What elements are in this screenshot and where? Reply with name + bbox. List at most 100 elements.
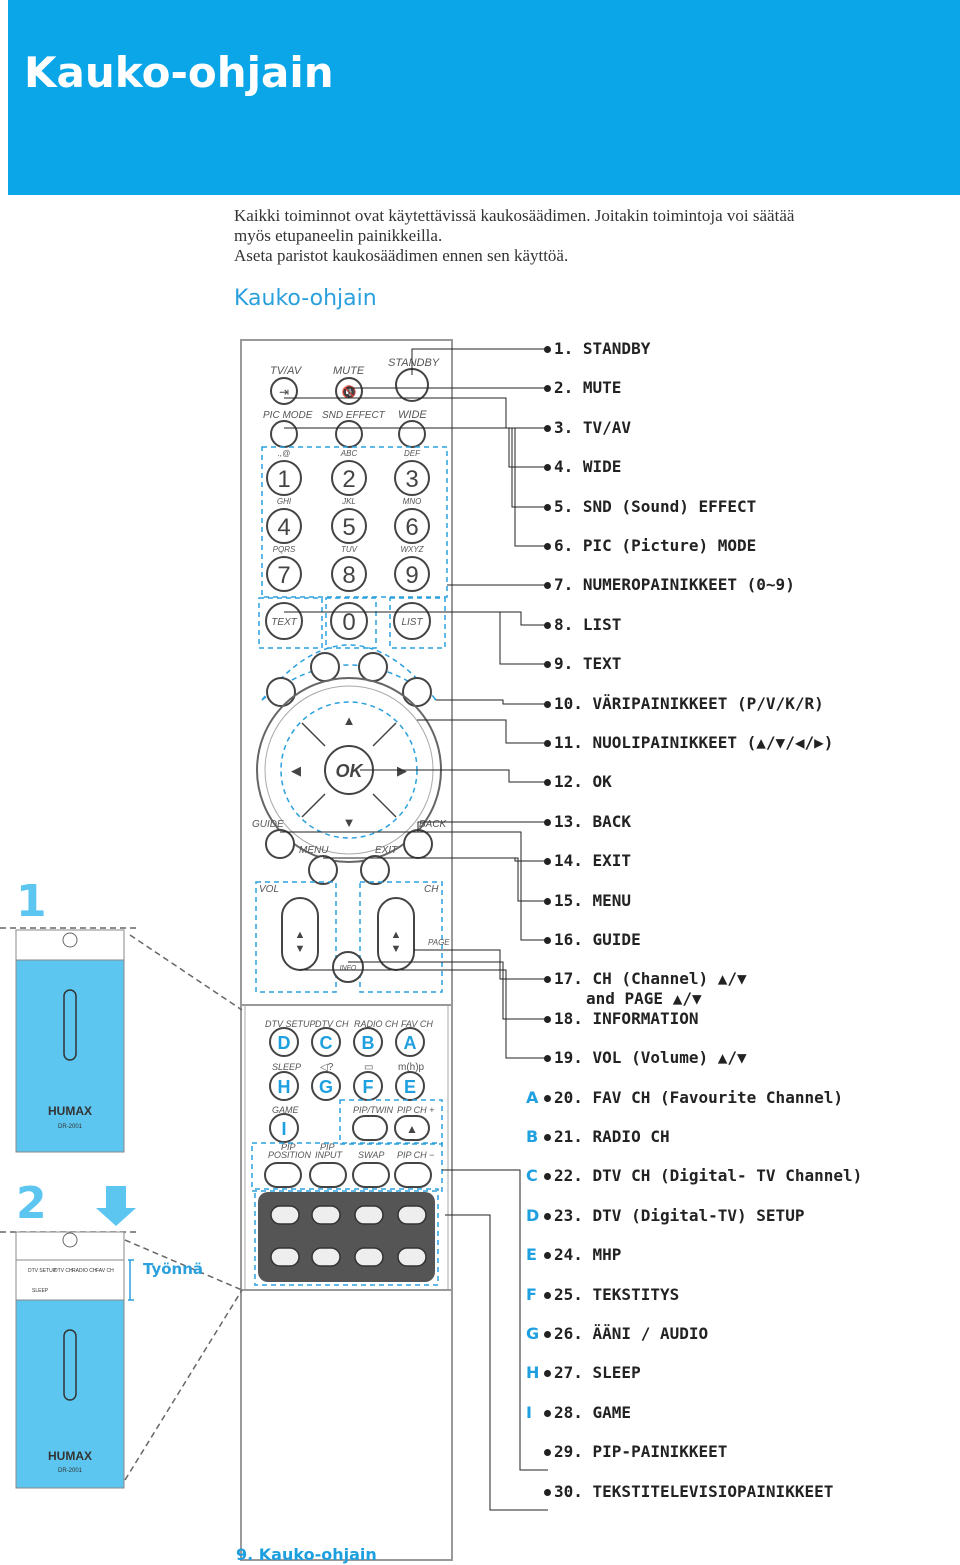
function-letter: D [278, 1033, 291, 1053]
leader-lines [280, 348, 548, 1511]
key-letters: JKL [341, 497, 356, 506]
callout-dot [544, 858, 551, 865]
callout-label: 29. PIP-PAINIKKEET [554, 1442, 728, 1461]
model-label-1: DR-2001 [58, 1124, 83, 1130]
down-arrow-icon: ▼ [343, 815, 356, 830]
callout-dot [544, 819, 551, 826]
mute-label: MUTE [333, 365, 365, 377]
red-button [266, 677, 296, 707]
game-button [269, 1113, 299, 1143]
function-button [269, 1027, 299, 1057]
key-letters: WXYZ [400, 545, 424, 554]
mini-label: DTV CH [54, 1268, 73, 1274]
callout-label: 14. EXIT [554, 851, 632, 870]
pip-ch-minus-label: PIP CH − [397, 1150, 434, 1160]
left-arrow-icon: ◀ [291, 763, 301, 778]
callout-dot [544, 1016, 551, 1023]
callout-letter: H [526, 1363, 540, 1382]
brand-logo-2: HUMAX [48, 1449, 92, 1463]
dtv-ch-label: DTV CH [315, 1019, 349, 1029]
digit-button [331, 508, 367, 544]
function-letter: E [404, 1077, 416, 1097]
teletext-button [311, 1247, 341, 1267]
intro-line: Aseta paristot kaukosäädimen ennen sen k… [234, 246, 569, 265]
callout-dot [544, 937, 551, 944]
standby-label: STANDBY [388, 357, 440, 369]
callout-dot [544, 385, 551, 392]
tv-av-label: TV/AV [270, 365, 303, 377]
callout-letter: F [526, 1285, 537, 1304]
snd-effect-label: SND EFFECT [322, 410, 386, 421]
mini-sleep: SLEEP [32, 1288, 49, 1294]
callout-label: 8. LIST [554, 615, 622, 634]
key-letters: GHI [277, 497, 292, 506]
digit-button [266, 460, 302, 496]
callout-dot [544, 701, 551, 708]
brand-logo-1: HUMAX [48, 1104, 92, 1118]
section-subtitle: Kauko-ohjain [234, 286, 377, 311]
callout-dot [544, 1134, 551, 1141]
function-letter: G [319, 1077, 333, 1097]
callout-dot [544, 1213, 551, 1220]
callout-dot [544, 898, 551, 905]
vol-label: VOL [259, 884, 279, 895]
function-letter: A [404, 1033, 417, 1053]
function-button [353, 1027, 383, 1057]
side-remote-1 [15, 929, 125, 1153]
ch-outline [359, 881, 443, 993]
digit-button [331, 556, 367, 592]
pic-mode-label: PIC MODE [263, 410, 313, 421]
function-button [311, 1027, 341, 1057]
intro-text: Kaikki toiminnot ovat käytettävissä kauk… [234, 206, 874, 266]
pip-keys-outline [251, 1142, 443, 1192]
mini-label: FAV CH [96, 1268, 114, 1274]
pip-ch-plus-button [394, 1115, 430, 1141]
zero-digit: 0 [342, 609, 355, 636]
key-letters: PQRS [273, 545, 296, 554]
info-label: INFO [340, 965, 357, 972]
digit-label: 2 [342, 466, 355, 493]
teletext-button [311, 1205, 341, 1225]
guide-label: GUIDE [252, 819, 284, 830]
callout-dot [544, 1055, 551, 1062]
color-keys-outline [261, 644, 437, 701]
callout-dot [544, 1252, 551, 1259]
pip-twin-label: PIP/TWIN [353, 1105, 393, 1115]
push-label: Työnnä [143, 1260, 204, 1278]
callout-label: 4. WIDE [554, 457, 622, 476]
dtv-setup-label: DTV SETUP [265, 1019, 316, 1029]
fav-ch-label: FAV CH [401, 1019, 433, 1029]
callout-label-continued: and PAGE ▲/▼ [586, 989, 702, 1008]
function-letter: H [278, 1077, 291, 1097]
callout-letter: A [526, 1088, 539, 1107]
callout-label: 17. CH (Channel) ▲/▼ [554, 969, 747, 988]
list-button-label: LIST [401, 617, 423, 628]
callout-dot [544, 1331, 551, 1338]
key-letters: .,@ [278, 449, 291, 458]
function-button [269, 1071, 299, 1101]
function-button [395, 1027, 425, 1057]
callout-dot [544, 1292, 551, 1299]
key-letters: MNO [403, 497, 422, 506]
callout-dot [544, 504, 551, 511]
ok-label: OK [336, 761, 365, 781]
pip-ch-minus-button [394, 1162, 432, 1188]
digit-button [394, 508, 430, 544]
svg-text:◁?: ◁? [320, 1062, 334, 1073]
mini-label: DTV SETUP [28, 1268, 57, 1274]
guide-button [265, 829, 295, 859]
svg-text:m(h)p: m(h)p [398, 1062, 425, 1073]
digit-label: 9 [405, 562, 418, 589]
callout-label: 10. VÄRIPAINIKKEET (P/V/K/R) [554, 694, 824, 713]
callout-label: 3. TV/AV [554, 418, 632, 437]
up-arrow-icon: ▲ [343, 713, 356, 728]
page-title: Kauko-ohjain [24, 48, 334, 97]
callout-label: 11. NUOLIPAINIKKEET (▲/▼/◀/▶) [554, 733, 834, 752]
wide-button [398, 420, 426, 448]
callout-dot [544, 1095, 551, 1102]
digit-button [394, 556, 430, 592]
digit-label: 6 [405, 514, 418, 541]
swap-button [352, 1162, 390, 1188]
